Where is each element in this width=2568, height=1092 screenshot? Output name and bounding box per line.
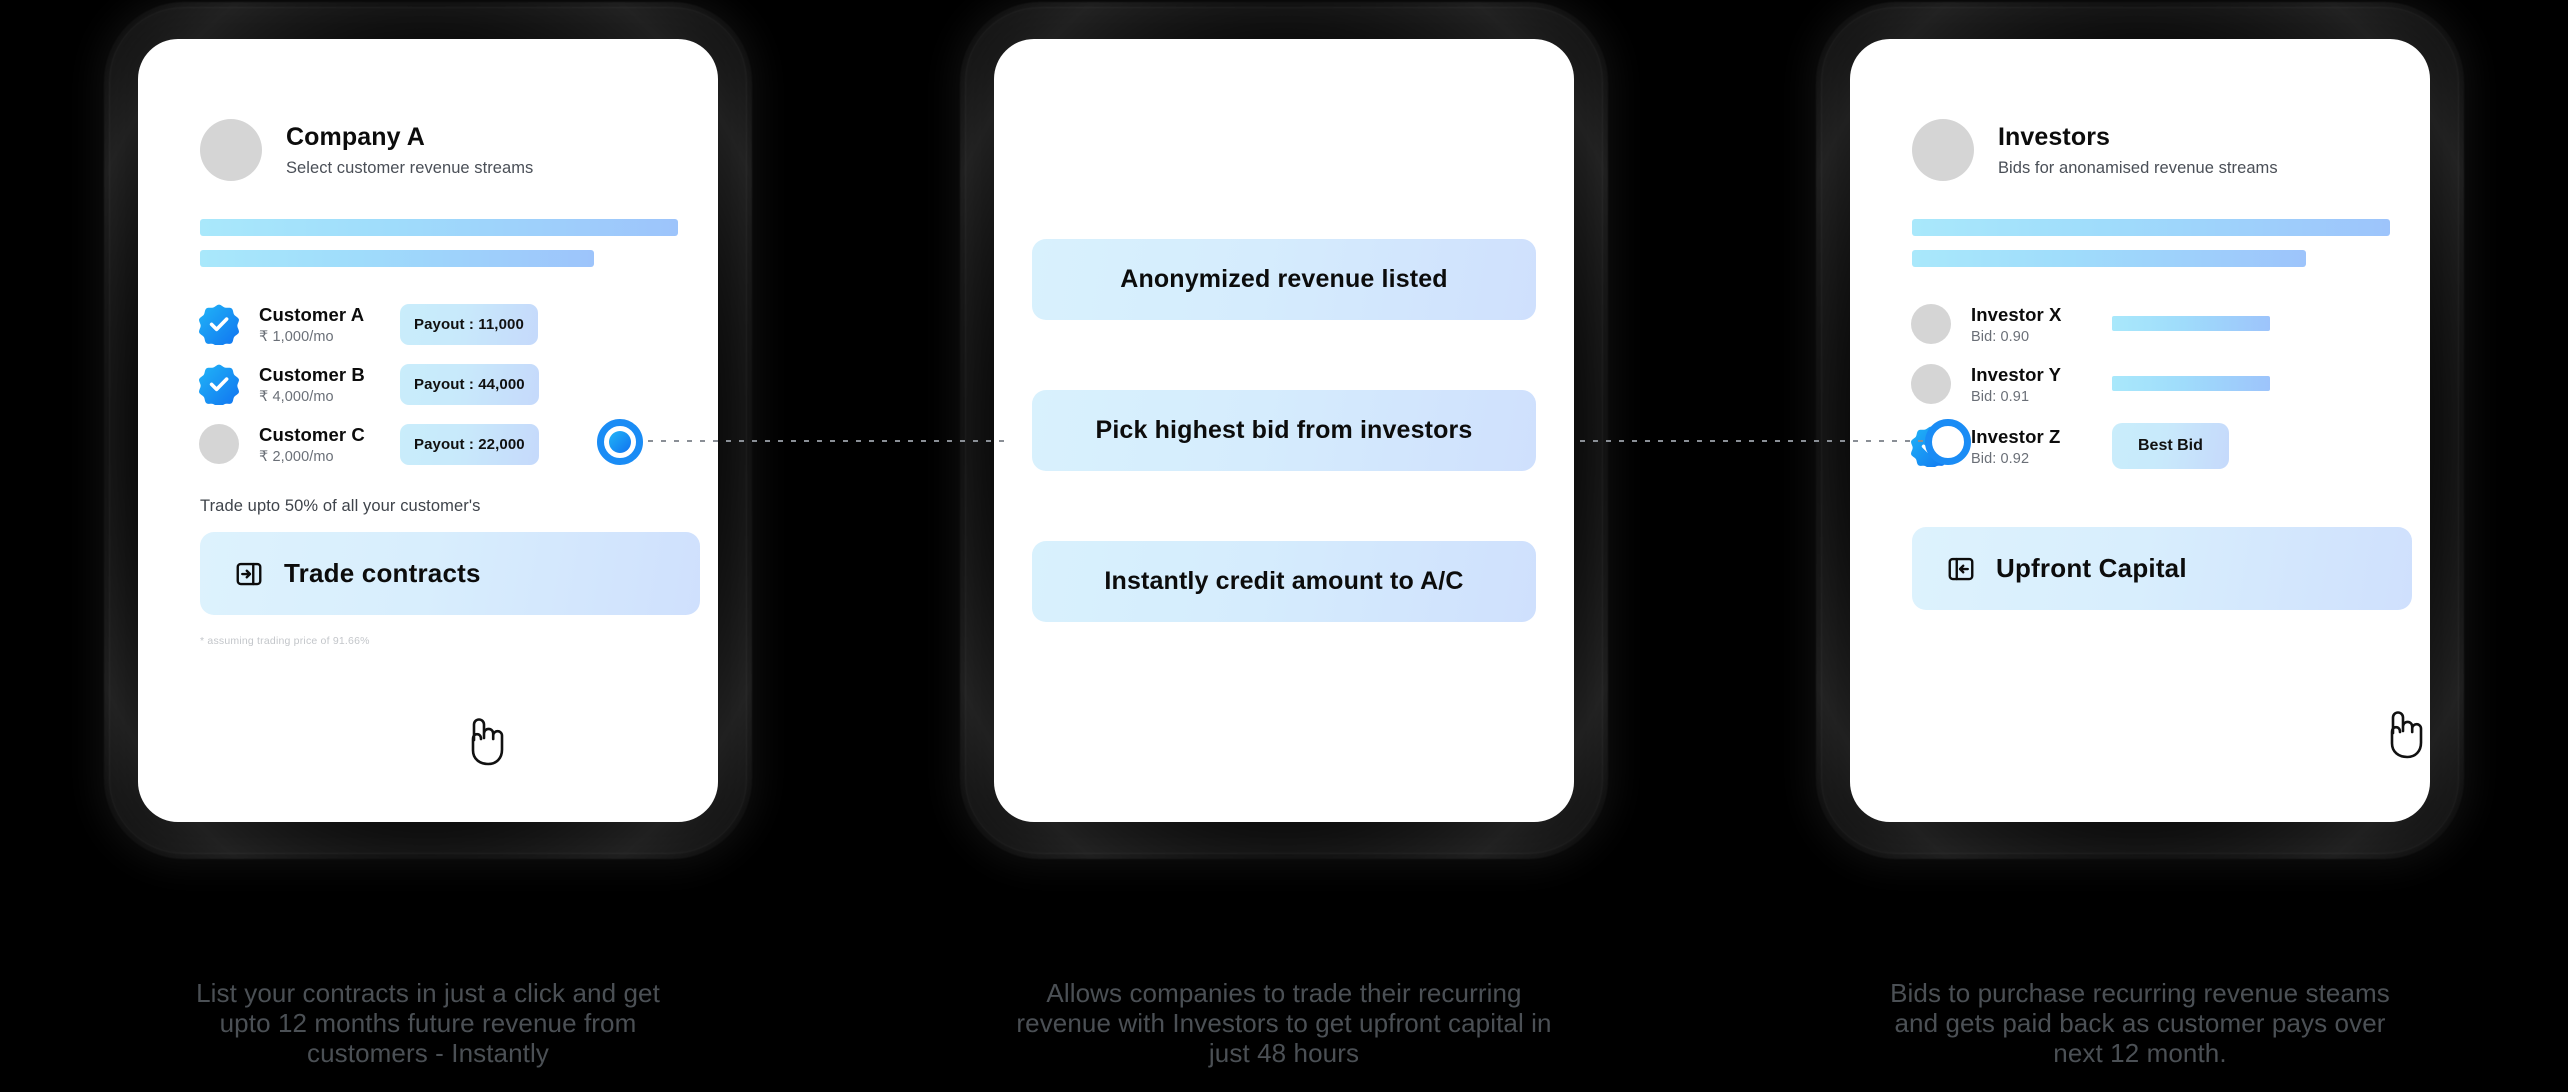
phone-frame-investors: Investors Bids for anonamised revenue st… (1816, 2, 2464, 859)
column-company: Company A Select customer revenue stream… (0, 0, 856, 1092)
investors-header: Investors Bids for anonamised revenue st… (1890, 73, 2390, 181)
customer-name: Customer B (259, 363, 365, 385)
trading-price-footnote: * assuming trading price of 91.66% (200, 635, 370, 647)
payout-chip: Payout : 22,000 (400, 423, 539, 465)
investor-list: Investor X Bid: 0.90 Investor (1910, 303, 2390, 469)
investors-subtitle: Bids for anonamised revenue streams (1998, 158, 2278, 177)
caption-line: and gets paid back as customer pays over (1894, 1007, 2386, 1038)
unselected-circle-icon[interactable] (1911, 304, 1951, 344)
customer-row[interactable]: Customer C ₹ 2,000/mo Payout : 22,000 (198, 423, 678, 465)
column-investors: Investors Bids for anonamised revenue st… (1712, 0, 2568, 1092)
company-subtitle: Select customer revenue streams (286, 158, 534, 177)
customer-name: Customer C (259, 423, 365, 445)
caption-line: customers - Instantly (307, 1037, 549, 1068)
caption-investors: Bids to purchase recurring revenue steam… (1712, 978, 2568, 1068)
customer-name: Customer A (259, 303, 365, 325)
bid-bar (2112, 375, 2270, 391)
caption-marketplace: Allows companies to trade their recurrin… (856, 978, 1712, 1068)
trade-contracts-label: Trade contracts (284, 558, 481, 588)
customer-row[interactable]: Customer B ₹ 4,000/mo Payout : 44,000 (198, 363, 678, 405)
investor-bid: Bid: 0.90 (1971, 328, 2030, 345)
column-marketplace: Anonymized revenue listed Pick highest b… (856, 0, 1712, 1092)
caption-line: upto 12 months future revenue from (219, 1007, 637, 1038)
skeleton-bar (200, 219, 678, 236)
skeleton-bar (1912, 250, 2307, 267)
caption-line: just 48 hours (1208, 1037, 1360, 1068)
skeleton-bar (200, 250, 595, 267)
check-badge-icon[interactable] (198, 303, 240, 345)
investors-avatar (1912, 119, 1974, 181)
company-header: Company A Select customer revenue stream… (178, 73, 678, 181)
investor-bid: Bid: 0.91 (1971, 388, 2030, 405)
connector-dot-left[interactable] (597, 419, 643, 465)
company-card: Company A Select customer revenue stream… (138, 39, 718, 647)
step-instant-credit[interactable]: Instantly credit amount to A/C (1032, 541, 1536, 622)
connector-line-left (648, 440, 1008, 442)
customer-revenue: ₹ 1,000/mo (259, 328, 334, 345)
unselected-circle-icon[interactable] (199, 424, 239, 464)
customer-revenue: ₹ 4,000/mo (259, 388, 334, 405)
company-avatar (200, 119, 262, 181)
payout-chip: Payout : 11,000 (400, 303, 538, 345)
caption-line: next 12 month. (2053, 1037, 2227, 1068)
phone-frame-marketplace: Anonymized revenue listed Pick highest b… (960, 2, 1608, 859)
investors-title: Investors (1998, 122, 2111, 151)
company-skeleton-bars (200, 219, 678, 267)
login-arrow-icon (234, 559, 264, 589)
logout-arrow-icon (1946, 554, 1976, 584)
investor-name: Investor Z (1971, 425, 2061, 447)
investor-row[interactable]: Investor Z Bid: 0.92 Best Bid (1910, 423, 2390, 469)
caption-line: revenue with Investors to get upfront ca… (1016, 1007, 1552, 1038)
unselected-circle-icon[interactable] (1911, 364, 1951, 404)
customer-revenue: ₹ 2,000/mo (259, 448, 334, 465)
company-title: Company A (286, 122, 425, 151)
phone-frame-company: Company A Select customer revenue stream… (104, 2, 752, 859)
investor-row[interactable]: Investor X Bid: 0.90 (1910, 303, 2390, 345)
caption-line: Bids to purchase recurring revenue steam… (1890, 977, 2390, 1008)
trade-contracts-button[interactable]: Trade contracts (200, 532, 700, 615)
investors-card: Investors Bids for anonamised revenue st… (1850, 39, 2430, 610)
trade-limit-note: Trade upto 50% of all your customer's (200, 497, 481, 515)
caption-line: Allows companies to trade their recurrin… (1046, 977, 1522, 1008)
step-anonymized-revenue[interactable]: Anonymized revenue listed (1032, 239, 1536, 320)
investor-name: Investor X (1971, 303, 2062, 325)
investor-row[interactable]: Investor Y Bid: 0.91 (1910, 363, 2390, 405)
caption-company: List your contracts in just a click and … (0, 978, 856, 1068)
bid-bar (2112, 315, 2270, 331)
upfront-capital-label: Upfront Capital (1996, 553, 2187, 583)
caption-line: List your contracts in just a click and … (196, 977, 660, 1008)
step-pick-highest-bid[interactable]: Pick highest bid from investors (1032, 390, 1536, 471)
customer-row[interactable]: Customer A ₹ 1,000/mo Payout : 11,000 (198, 303, 678, 345)
customer-list: Customer A ₹ 1,000/mo Payout : 11,000 (198, 303, 678, 465)
investor-name: Investor Y (1971, 363, 2062, 385)
investor-bid: Bid: 0.92 (1971, 450, 2030, 467)
phone-screen-marketplace: Anonymized revenue listed Pick highest b… (994, 39, 1574, 822)
skeleton-bar (1912, 219, 2390, 236)
check-badge-icon[interactable] (198, 363, 240, 405)
payout-chip: Payout : 44,000 (400, 363, 539, 405)
marketplace-steps: Anonymized revenue listed Pick highest b… (994, 39, 1574, 822)
investors-skeleton-bars (1912, 219, 2390, 267)
best-bid-chip: Best Bid (2112, 423, 2229, 469)
connector-dot-right[interactable] (1925, 419, 1971, 465)
upfront-capital-button[interactable]: Upfront Capital (1912, 527, 2412, 610)
connector-line-right (1580, 440, 1930, 442)
